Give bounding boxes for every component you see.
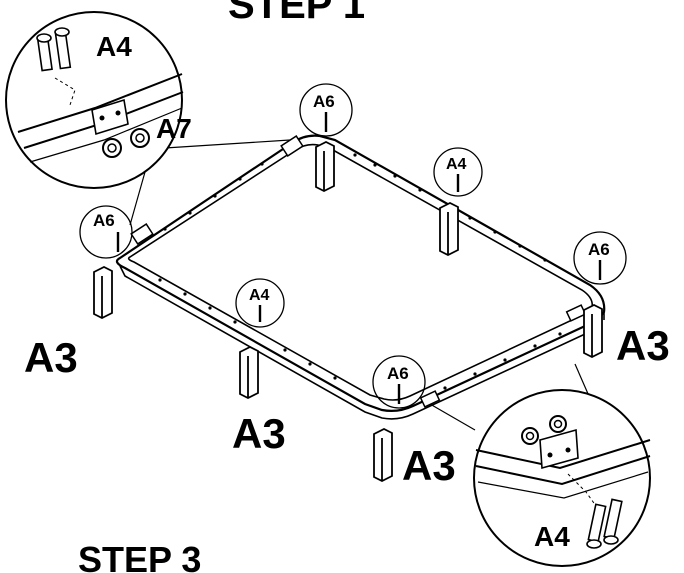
leg-label: A3	[232, 410, 286, 457]
leg-label: A3	[616, 322, 670, 369]
callout-label: A4	[446, 156, 467, 173]
callout-label: A6	[313, 92, 335, 111]
step-bottom-heading: STEP 3	[78, 539, 201, 573]
callout-label: A6	[93, 211, 115, 230]
detail-top: A4 A7	[5, 11, 291, 226]
leg-front	[373, 427, 393, 483]
step-top-heading: STEP 1	[228, 0, 365, 27]
leg-back	[315, 140, 335, 193]
callout-labels: A6 A4 A6 A6 A4 A6	[93, 92, 610, 383]
leg-front-mid	[239, 345, 259, 400]
callout-screws	[116, 112, 602, 404]
callout-label: A4	[249, 287, 270, 304]
detail-bottom-bolt-label: A4	[534, 521, 570, 552]
leg-left	[93, 265, 113, 320]
detail-top-bolt-label: A4	[96, 31, 132, 62]
rail-holes	[158, 153, 562, 390]
rail-connectors	[130, 135, 587, 408]
callout-label: A6	[387, 364, 409, 383]
leg-right-back	[439, 201, 459, 257]
detail-top-nut-label: A7	[156, 113, 192, 144]
detail-bottom: A4	[429, 363, 651, 567]
callout-circles	[79, 83, 627, 409]
leg-right	[583, 303, 603, 359]
legs	[93, 140, 603, 483]
leg-label: A3	[24, 334, 78, 381]
frame-rails	[115, 134, 606, 420]
leg-label: A3	[402, 442, 456, 489]
callout-label: A6	[588, 240, 610, 259]
leg-labels: A3 A3 A3 A3	[24, 322, 670, 489]
